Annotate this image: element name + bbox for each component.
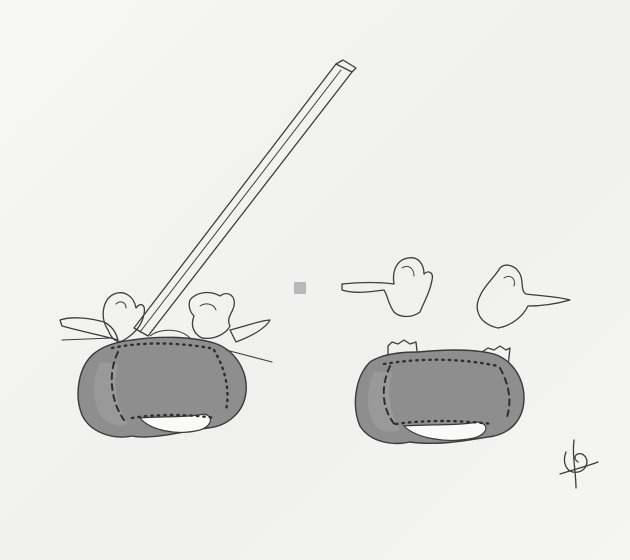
signature-stem bbox=[573, 440, 576, 488]
artist-signature bbox=[560, 440, 598, 488]
left-vertebra-figure bbox=[60, 293, 272, 438]
left-facet-left-detail bbox=[116, 302, 126, 308]
left-facet-left bbox=[103, 293, 144, 342]
right-posterior-right bbox=[477, 265, 570, 328]
osteotome-shaft bbox=[134, 64, 352, 336]
osteotome-instrument bbox=[134, 60, 356, 336]
left-extension-line-left bbox=[62, 338, 112, 340]
left-facet-right bbox=[189, 293, 234, 339]
right-vertebra-figure bbox=[342, 258, 570, 444]
left-transverse-process-right bbox=[230, 320, 270, 342]
right-posterior-left-detail bbox=[402, 266, 414, 276]
left-facet-right-detail bbox=[200, 304, 216, 310]
left-transverse-process-left bbox=[60, 318, 118, 340]
right-posterior-left bbox=[342, 258, 432, 317]
center-marker bbox=[294, 282, 306, 294]
right-posterior-right-detail bbox=[504, 276, 514, 286]
osteotome-edge-line bbox=[140, 70, 341, 332]
